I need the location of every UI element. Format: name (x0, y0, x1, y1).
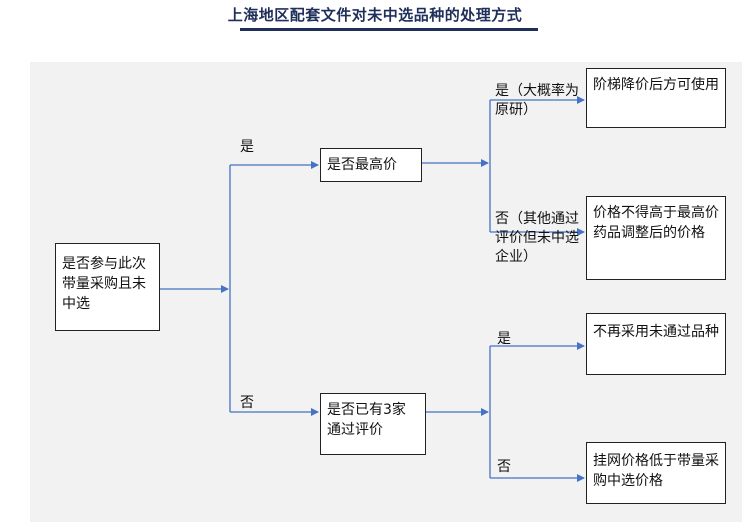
edge-label-root-yes: 是 (240, 139, 254, 155)
node-no-purchase: 不再采用未通过品种 (586, 313, 726, 375)
edge-label-root-no: 否 (240, 395, 254, 411)
title-underline (240, 28, 538, 31)
edge-label-highest-yes: 是（大概率为原研） (495, 83, 579, 118)
edge-label-highest-no: 否（其他通过评价但未中选企业） (495, 211, 579, 265)
node-ladder-reduction: 阶梯降价后方可使用 (586, 68, 726, 128)
node-root: 是否参与此次带量采购且未中选 (55, 243, 160, 331)
edge-label-three-yes: 是 (497, 331, 511, 347)
node-three-passed: 是否已有3家通过评价 (320, 393, 426, 455)
node-highest-price: 是否最高价 (320, 148, 422, 182)
diagram-title: 上海地区配套文件对未中选品种的处理方式 (227, 6, 523, 24)
edge-label-three-no: 否 (497, 459, 511, 475)
node-online-price: 挂网价格低于带量采购中选价格 (586, 442, 726, 504)
node-price-cap: 价格不得高于最高价药品调整后的价格 (586, 196, 726, 280)
